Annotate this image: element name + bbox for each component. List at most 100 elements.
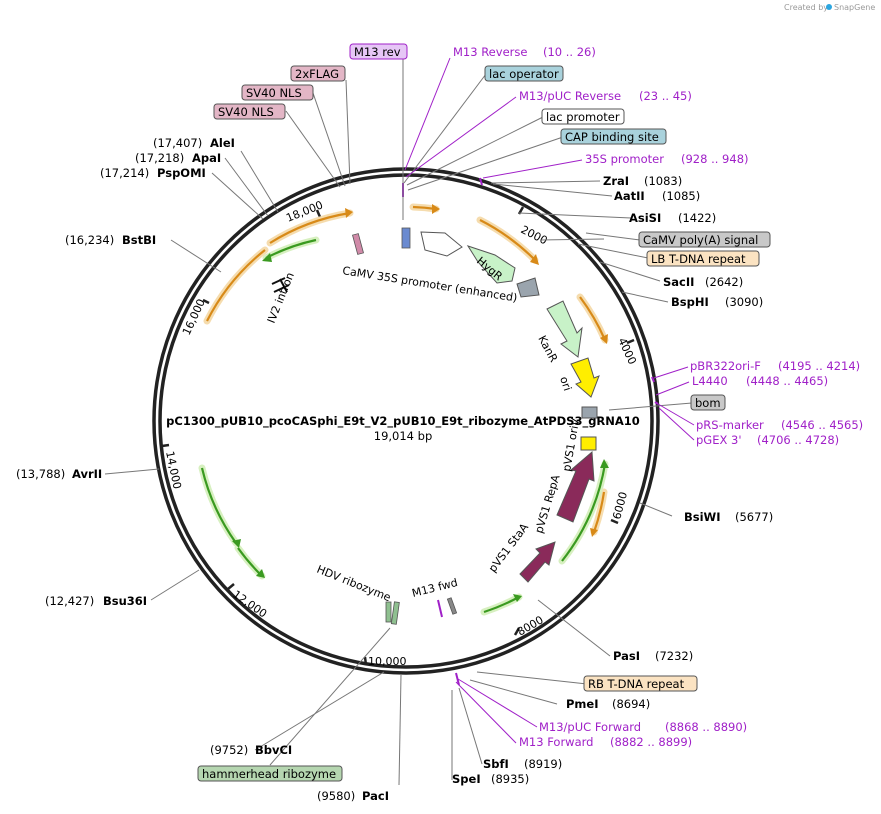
site-sbfi-pos: (8919) bbox=[524, 757, 562, 771]
site-zrai-pos: (1083) bbox=[644, 174, 682, 188]
svg-text:CaMV poly(A) signal: CaMV poly(A) signal bbox=[643, 233, 758, 247]
lac-block bbox=[401, 227, 411, 249]
site-bsiwi-name: BsiWI bbox=[684, 510, 721, 524]
primer-pbr322ori-name: pBR322ori-F bbox=[690, 359, 761, 373]
svg-text:CAP binding site: CAP binding site bbox=[565, 130, 659, 144]
site-asisi-name: AsiSI bbox=[629, 211, 661, 225]
feature-arc-green-5 bbox=[561, 463, 607, 562]
site-alei-pos: (17,407) bbox=[153, 136, 202, 150]
backbone-inner bbox=[158, 173, 654, 669]
m13fwd-block bbox=[446, 597, 458, 615]
sv40-nls-block bbox=[352, 233, 364, 255]
site-bsphi-name: BspHI bbox=[671, 295, 709, 309]
primer-l4440-range: (4448 .. 4465) bbox=[746, 374, 828, 388]
primer-m13-reverse-name: M13 Reverse bbox=[453, 45, 527, 59]
primer-prs-marker-name: pRS-marker bbox=[696, 418, 764, 432]
primer-m13puc-forward-range: (8868 .. 8890) bbox=[665, 720, 747, 734]
label-ori: ori bbox=[557, 375, 574, 393]
primer-m13puc-reverse-range: (23 .. 45) bbox=[639, 89, 692, 103]
primer-m13puc-reverse-name: M13/pUC Reverse bbox=[519, 89, 621, 103]
site-pasi-pos: (7232) bbox=[655, 649, 693, 663]
bom-block bbox=[581, 406, 598, 419]
primer-35s-name: 35S promoter bbox=[585, 152, 664, 166]
feature-arc-green-3 bbox=[237, 547, 263, 577]
primer-m13-forward-name: M13 Forward bbox=[519, 735, 593, 749]
site-avrii-name: AvrII bbox=[72, 467, 102, 481]
feature-arc-orange-5 bbox=[206, 249, 266, 322]
primer-pgex3-name: pGEX 3' bbox=[696, 433, 742, 447]
site-paci-pos: (9580) bbox=[317, 789, 355, 803]
svg-text:SV40 NLS: SV40 NLS bbox=[246, 86, 302, 100]
label-m13fwd: M13 fwd bbox=[411, 576, 459, 600]
site-bstbi-pos: (16,234) bbox=[65, 233, 114, 247]
primer-pgex3-range: (4706 .. 4728) bbox=[757, 433, 839, 447]
tick-2000: 2000 bbox=[519, 223, 550, 247]
svg-text:RB T-DNA repeat: RB T-DNA repeat bbox=[588, 677, 685, 691]
svg-text:LB T-DNA repeat: LB T-DNA repeat bbox=[651, 252, 746, 266]
site-apai-name: ApaI bbox=[192, 151, 221, 165]
label-kanr: KanR bbox=[535, 333, 560, 364]
label-iv2-intron: IV2 intron bbox=[265, 271, 297, 326]
feature-arc-green-4 bbox=[483, 596, 520, 614]
boxed-label-2xflag: 2xFLAG bbox=[290, 65, 346, 82]
pvs1-staa-arrow bbox=[519, 541, 556, 583]
site-apai-pos: (17,218) bbox=[135, 151, 184, 165]
site-pasi-name: PasI bbox=[613, 649, 640, 663]
feature-arc-orange-2 bbox=[479, 219, 536, 261]
boxed-label-m13-rev: M13 rev bbox=[349, 43, 408, 60]
site-bsu36i-pos: (12,427) bbox=[45, 594, 94, 608]
primer-m13-forward-range: (8882 .. 8899) bbox=[610, 735, 692, 749]
tick-6000: 6000 bbox=[610, 490, 630, 520]
tick-12000: 12,000 bbox=[230, 588, 269, 621]
primer-m13puc-forward-name: M13/pUC Forward bbox=[539, 720, 641, 734]
site-pmei-pos: (8694) bbox=[612, 697, 650, 711]
tick-10000: 10,000 bbox=[368, 655, 407, 668]
boxed-label-sv40-nls-2: SV40 NLS bbox=[213, 103, 286, 120]
primer-35s-range: (928 .. 948) bbox=[681, 152, 749, 166]
primer-pbr322ori-range: (4195 .. 4214) bbox=[778, 359, 860, 373]
svg-text:2xFLAG: 2xFLAG bbox=[295, 67, 339, 81]
svg-text:hammerhead ribozyme: hammerhead ribozyme bbox=[202, 767, 336, 781]
svg-text:lac operator: lac operator bbox=[489, 67, 559, 81]
tick-4000: 4000 bbox=[615, 336, 639, 367]
label-pvs1-repa: pVS1 RepA bbox=[532, 473, 562, 535]
kanr-arrow bbox=[546, 300, 583, 358]
hdv-ribozyme-block bbox=[385, 601, 392, 623]
svg-text:bom: bom bbox=[695, 396, 721, 410]
site-bbvci-pos: (9752) bbox=[210, 743, 248, 757]
site-spei-pos: (8935) bbox=[491, 772, 529, 786]
site-zrai-name: ZraI bbox=[603, 174, 629, 188]
site-sacii-pos: (2642) bbox=[705, 275, 743, 289]
site-aatii-name: AatII bbox=[614, 189, 645, 203]
site-sacii-name: SacII bbox=[663, 275, 694, 289]
primer-prs-marker-range: (4546 .. 4565) bbox=[781, 418, 863, 432]
svg-text:M13 rev: M13 rev bbox=[354, 45, 401, 59]
feature-arc-orange-6 bbox=[269, 211, 351, 244]
site-bsu36i-name: Bsu36I bbox=[103, 594, 147, 608]
site-aatii-pos: (1085) bbox=[662, 189, 700, 203]
site-bsphi-pos: (3090) bbox=[725, 295, 763, 309]
camv35s-arrow bbox=[420, 231, 463, 257]
boxed-label-lac-promoter: lac promoter bbox=[541, 108, 625, 125]
boxed-label-sv40-nls-1: SV40 NLS bbox=[241, 84, 314, 101]
pvs1-repa-arrow bbox=[556, 450, 595, 523]
svg-text:SV40 NLS: SV40 NLS bbox=[218, 105, 274, 119]
boxed-label-bom: bom bbox=[690, 394, 726, 411]
plasmid-length: 19,014 bp bbox=[374, 429, 433, 443]
boxed-label-hammerhead-ribozyme: hammerhead ribozyme bbox=[197, 765, 343, 782]
site-sbfi-name: SbfI bbox=[483, 757, 509, 771]
site-pspomi-name: PspOMI bbox=[157, 166, 206, 180]
label-pvs1-staa: pVS1 StaA bbox=[486, 521, 531, 575]
site-bstbi-name: BstBI bbox=[122, 233, 156, 247]
plasmid-name: pC1300_pUB10_pcoCASphi_E9t_V2_pUB10_E9t_… bbox=[166, 414, 640, 429]
snapgene-logo-icon bbox=[826, 4, 832, 10]
boxed-label-lac-operator: lac operator bbox=[484, 65, 564, 82]
svg-text:lac promoter: lac promoter bbox=[546, 110, 620, 124]
pvs1-oriv-block bbox=[580, 436, 597, 451]
site-spei-name: SpeI bbox=[452, 772, 481, 786]
hygr-terminator-block bbox=[516, 277, 540, 298]
primer-l4440-name: L4440 bbox=[692, 374, 728, 388]
site-asisi-pos: (1422) bbox=[678, 211, 716, 225]
feature-arc-green-2 bbox=[200, 467, 237, 544]
